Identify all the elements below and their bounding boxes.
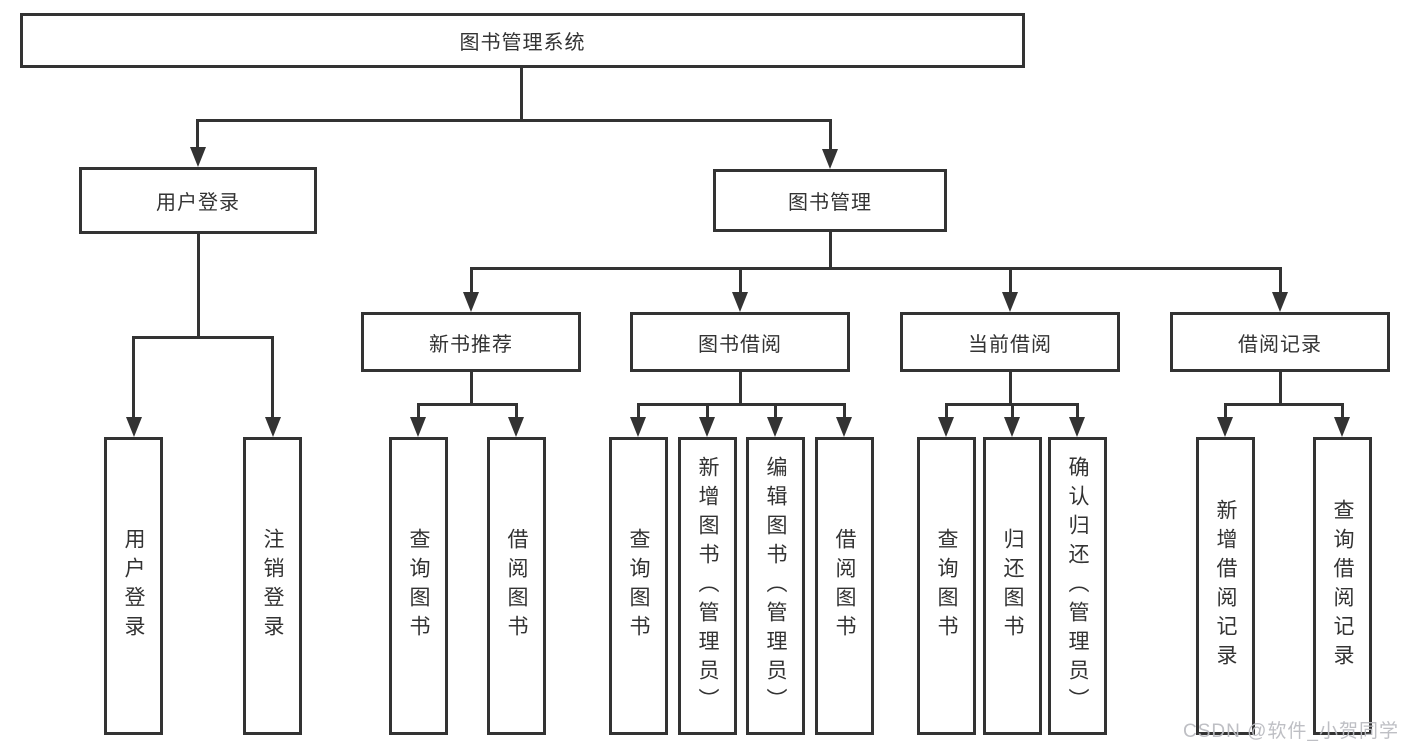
arrow-down-icon [410, 417, 426, 437]
node-label: 图书管理 [788, 192, 872, 214]
node-borrowing-records: 借阅记录 [1170, 312, 1390, 372]
node-library-management-system: 图书管理系统 [20, 13, 1025, 68]
leaf-label: 编辑图书（管理员） [764, 455, 787, 717]
leaf-label: 借阅图书 [505, 528, 528, 644]
connector-line [829, 119, 832, 153]
connector-line [637, 403, 640, 421]
connector-line [470, 372, 473, 406]
arrow-down-icon [508, 417, 524, 437]
connector-line [132, 336, 274, 339]
leaf-label: 查询图书 [627, 528, 650, 644]
node-label: 图书借阅 [698, 333, 782, 356]
leaf-label: 注销登录 [261, 528, 284, 644]
connector-line [1011, 403, 1014, 421]
arrow-down-icon [836, 417, 852, 437]
leaf-logout: 注销登录 [243, 437, 302, 735]
connector-line [829, 232, 832, 270]
connector-line [637, 403, 846, 406]
arrow-down-icon [822, 149, 838, 169]
arrow-down-icon [1002, 292, 1018, 312]
node-label: 新书推荐 [429, 333, 513, 356]
node-label: 图书管理系统 [459, 32, 586, 54]
arrow-down-icon [732, 292, 748, 312]
leaf-label: 用户登录 [122, 528, 145, 644]
arrow-down-icon [126, 417, 142, 437]
node-label: 借阅记录 [1238, 333, 1322, 356]
arrow-down-icon [1004, 417, 1020, 437]
connector-line [739, 372, 742, 406]
connector-line [417, 403, 420, 421]
node-book-management: 图书管理 [713, 169, 947, 232]
connector-line [271, 336, 274, 421]
arrow-down-icon [1272, 292, 1288, 312]
arrow-down-icon [463, 292, 479, 312]
leaf-label: 确认归还（管理员） [1066, 455, 1089, 717]
watermark: CSDN @软件_小贺同学 [1183, 721, 1399, 742]
connector-line [843, 403, 846, 421]
node-user-login: 用户登录 [79, 167, 317, 234]
arrow-down-icon [1217, 417, 1233, 437]
connector-line [1009, 372, 1012, 406]
leaf-query-books-current: 查询图书 [917, 437, 976, 735]
connector-line [1279, 267, 1282, 295]
arrow-down-icon [1069, 417, 1085, 437]
arrow-down-icon [630, 417, 646, 437]
leaf-user-login: 用户登录 [104, 437, 163, 735]
node-new-book-recommend: 新书推荐 [361, 312, 581, 372]
node-label: 用户登录 [156, 192, 240, 214]
leaf-query-books-borrowing: 查询图书 [609, 437, 668, 735]
leaf-label: 归还图书 [1001, 528, 1024, 644]
leaf-query-books-recommend: 查询图书 [389, 437, 448, 735]
connector-line [706, 403, 709, 421]
connector-line [132, 336, 135, 421]
leaf-confirm-return-admin: 确认归还（管理员） [1048, 437, 1107, 735]
arrow-down-icon [767, 417, 783, 437]
connector-line [1076, 403, 1079, 421]
connector-line [520, 68, 523, 121]
arrow-down-icon [190, 147, 206, 167]
connector-line [1224, 403, 1227, 421]
node-label: 当前借阅 [968, 333, 1052, 356]
connector-line [1009, 267, 1012, 295]
leaf-label: 借阅图书 [833, 528, 856, 644]
connector-line [417, 403, 518, 406]
connector-line [470, 267, 1282, 270]
connector-line [945, 403, 948, 421]
connector-line [1279, 372, 1282, 406]
leaf-add-borrow-record: 新增借阅记录 [1196, 437, 1255, 735]
arrow-down-icon [1334, 417, 1350, 437]
leaf-label: 查询借阅记录 [1331, 499, 1354, 673]
leaf-edit-book-admin: 编辑图书（管理员） [746, 437, 805, 735]
connector-line [739, 267, 742, 295]
leaf-label: 查询图书 [407, 528, 430, 644]
leaf-add-book-admin: 新增图书（管理员） [678, 437, 737, 735]
node-current-borrowing: 当前借阅 [900, 312, 1120, 372]
arrow-down-icon [938, 417, 954, 437]
leaf-label: 新增图书（管理员） [696, 455, 719, 717]
node-book-borrowing: 图书借阅 [630, 312, 850, 372]
connector-line [470, 267, 473, 295]
leaf-label: 查询图书 [935, 528, 958, 644]
leaf-borrow-books-recommend: 借阅图书 [487, 437, 546, 735]
connector-line [196, 119, 199, 151]
arrow-down-icon [265, 417, 281, 437]
connector-line [1341, 403, 1344, 421]
leaf-label: 新增借阅记录 [1214, 499, 1237, 673]
connector-line [515, 403, 518, 421]
leaf-return-books: 归还图书 [983, 437, 1042, 735]
connector-line [1224, 403, 1344, 406]
connector-line [774, 403, 777, 421]
connector-line [196, 119, 832, 122]
arrow-down-icon [699, 417, 715, 437]
leaf-query-borrow-record: 查询借阅记录 [1313, 437, 1372, 735]
leaf-borrow-books: 借阅图书 [815, 437, 874, 735]
connector-line [197, 234, 200, 338]
